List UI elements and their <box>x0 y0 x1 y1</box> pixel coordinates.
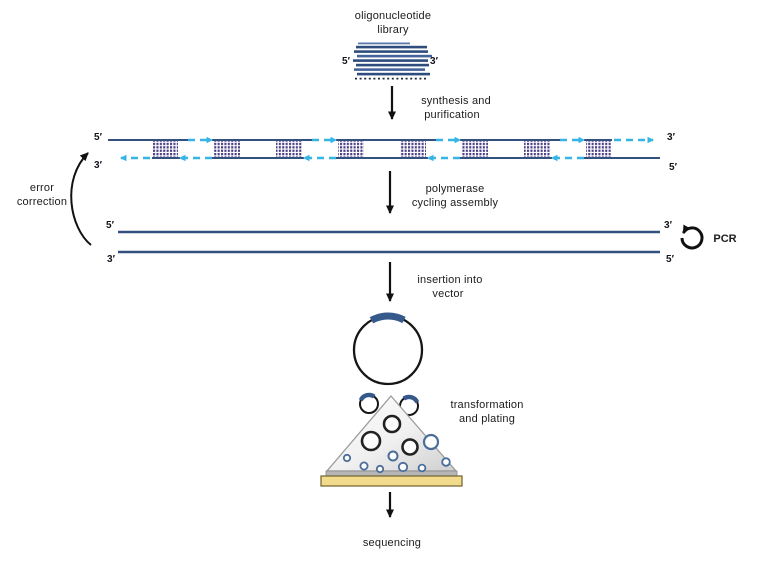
ds-top-left-prime: 5′ <box>106 220 115 231</box>
step-insertion-line1: insertion into <box>417 274 482 286</box>
step-assembly-line2: cycling assembly <box>412 197 499 209</box>
colony <box>417 463 427 473</box>
insert-arc-small-right <box>402 394 420 404</box>
oligo-library-stack: 5′ 3′ <box>342 42 439 80</box>
colony <box>387 450 399 462</box>
assembly-top-left-prime: 5′ <box>94 132 103 143</box>
step-transformation-line1: transformation <box>450 399 523 411</box>
pcr-cycle-icon <box>680 224 704 250</box>
colony <box>401 438 419 456</box>
step-sequencing-label: sequencing <box>363 537 421 549</box>
plating-mound <box>320 395 463 487</box>
colony <box>360 430 382 452</box>
colony <box>397 461 409 473</box>
step-insertion-line2: vector <box>432 288 463 300</box>
oligo-bar <box>354 50 428 53</box>
duplex-block <box>276 141 302 157</box>
insert-arc-small-left <box>358 392 376 402</box>
insert-arc <box>369 312 406 324</box>
oligo-bar <box>356 63 429 67</box>
oligo-bar <box>357 72 430 76</box>
library-three-prime-label: 3′ <box>430 56 439 67</box>
step-transformation-line2: and plating <box>459 413 515 425</box>
step-synthesis-line2: purification <box>424 109 480 121</box>
oligo-bar <box>358 42 410 45</box>
ds-bottom-left-prime: 3′ <box>107 254 116 265</box>
vector-plasmid <box>352 312 424 386</box>
colony <box>375 464 385 474</box>
duplex-block <box>524 141 550 157</box>
duplex-block <box>152 141 178 157</box>
colony <box>342 453 352 463</box>
error-correction-line1: error <box>30 182 54 194</box>
ds-bottom-right-prime: 5′ <box>666 254 675 265</box>
double-stranded-product: 5′ 3′ 3′ 5′ <box>106 220 675 265</box>
oligo-bar <box>354 68 425 71</box>
oligo-bar <box>356 45 427 49</box>
error-correction-line2: correction <box>17 196 67 208</box>
duplex-block <box>338 141 364 157</box>
colony <box>422 433 440 451</box>
assembly-intermediate: 5′ 3′ 3′ 5′ <box>94 132 678 173</box>
error-correction-arrow <box>70 152 92 246</box>
duplex-block <box>400 141 426 157</box>
plate-agar-bar <box>320 475 463 487</box>
ds-top-right-prime: 3′ <box>664 220 673 231</box>
step-assembly-line1: polymerase <box>426 183 485 195</box>
title-line2: library <box>377 24 409 36</box>
oligo-bar <box>353 59 428 62</box>
duplex-blocks <box>152 141 612 157</box>
colony <box>441 457 451 467</box>
duplex-block <box>462 141 488 157</box>
assembly-top-right-prime: 3′ <box>667 132 676 143</box>
oligo-bar <box>357 54 432 58</box>
duplex-block <box>214 141 240 157</box>
pcr-label: PCR <box>713 233 736 245</box>
assembly-bottom-right-prime: 5′ <box>669 162 678 173</box>
library-five-prime-label: 5′ <box>342 56 351 67</box>
plate-gray-band <box>325 470 458 477</box>
transformed-plasmids <box>358 392 420 416</box>
assembly-bottom-left-prime: 3′ <box>94 160 103 171</box>
duplex-block <box>586 141 612 157</box>
title-line1: oligonucleotide <box>355 10 431 22</box>
colony <box>382 414 402 434</box>
step-synthesis-line1: synthesis and <box>421 95 491 107</box>
colony <box>359 461 369 471</box>
